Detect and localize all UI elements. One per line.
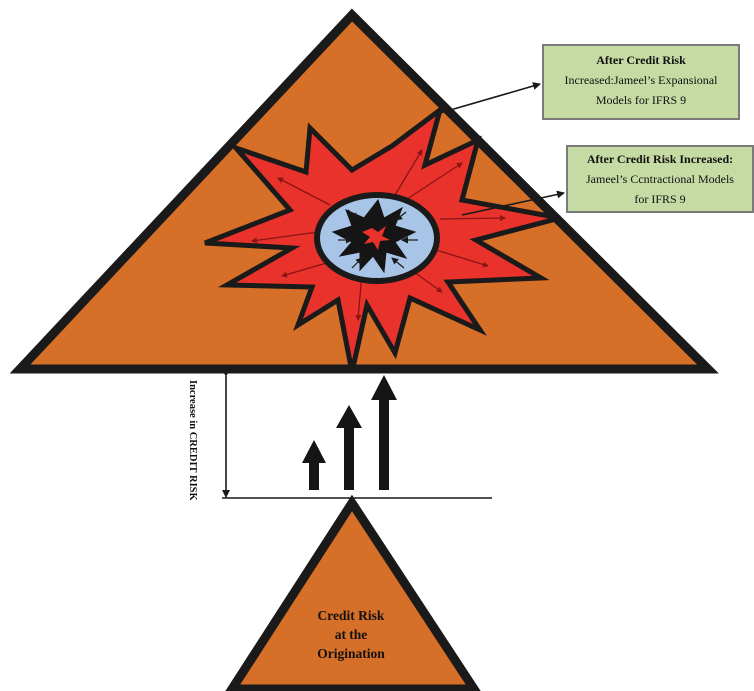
origination-line2: at the: [286, 625, 416, 644]
callout-expansional-heading: After Credit Risk: [550, 50, 732, 70]
origination-line3: Origination: [286, 644, 416, 663]
callout-contractional-heading: After Credit Risk Increased:: [574, 149, 746, 169]
callout-contractional-line3: for IFRS 9: [574, 189, 746, 209]
credit-risk-axis-label: Increase in CREDIT RISK: [180, 380, 198, 496]
risk-increase-measure: [222, 376, 492, 498]
callout-expansional-line2: Increased:Jameel’s Expansional: [550, 70, 732, 90]
callout-contractional-line2: Jameel’s Ccntractional Models: [574, 169, 746, 189]
callout-expansional-line3: Models for IFRS 9: [550, 90, 732, 110]
origination-label: Credit Risk at the Origination: [286, 606, 416, 663]
upward-arrows: [302, 375, 397, 490]
callout-contractional-models: After Credit Risk Increased: Jameel’s Cc…: [566, 145, 754, 213]
callout-expansional-models: After Credit Risk Increased:Jameel’s Exp…: [542, 44, 740, 120]
origination-line1: Credit Risk: [286, 606, 416, 625]
expansional-connector: [440, 84, 540, 113]
